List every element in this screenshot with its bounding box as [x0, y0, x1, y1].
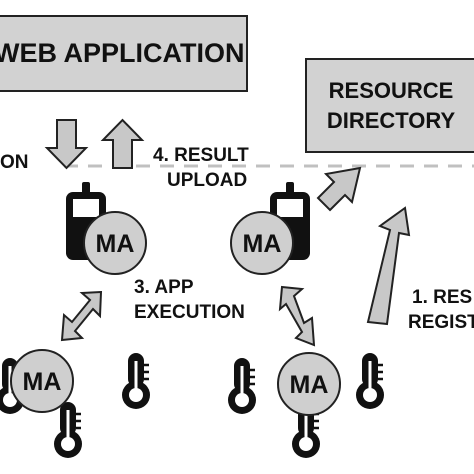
registration-label-line2: REGIST [408, 311, 474, 333]
result-upload-label-line2: UPLOAD [167, 169, 248, 191]
agent-label-phone-right: MA [243, 230, 282, 258]
discovery-arrow [316, 166, 362, 212]
web-application-box: WEB APPLICATION [0, 15, 248, 92]
agent-label-phone-left: MA [96, 230, 135, 258]
upload-arrow [100, 118, 145, 169]
app-execution-label-line2: EXECUTION [134, 301, 245, 323]
agent-circle-phone-left [83, 211, 147, 275]
left-bidirectional-arrow [60, 290, 103, 342]
agent-circle-sensor-right [277, 352, 341, 416]
agent-circle-sensor-left [10, 349, 74, 413]
resource-directory-box: RESOURCE DIRECTORY [305, 58, 474, 153]
agent-label-sensor-left: MA [23, 368, 62, 396]
thermometer-icon-3 [52, 400, 84, 460]
registration-arrow [366, 206, 411, 326]
left-cut-label: ON [0, 152, 29, 173]
thermometer-icon-4 [226, 356, 258, 416]
resource-directory-label-line2: DIRECTORY [326, 107, 456, 133]
download-arrow [44, 119, 89, 170]
agent-circle-phone-right [230, 211, 294, 275]
right-bidirectional-arrow [278, 285, 316, 347]
resource-directory-label-line1: RESOURCE [328, 77, 454, 103]
agent-label-sensor-right: MA [290, 371, 329, 399]
registration-label: 1. RES REGIST [408, 286, 474, 335]
registration-label-line1: 1. RES [412, 287, 473, 308]
thermometer-icon-5 [354, 351, 386, 411]
app-execution-label-line1: 3. APP [134, 277, 194, 298]
result-upload-label-line1: 4. RESULT [153, 145, 249, 166]
app-execution-label: 3. APP EXECUTION [134, 276, 245, 325]
thermometer-icon-2 [120, 351, 152, 411]
result-upload-label: 4. RESULT UPLOAD [153, 144, 249, 193]
web-application-label: WEB APPLICATION [0, 38, 245, 68]
